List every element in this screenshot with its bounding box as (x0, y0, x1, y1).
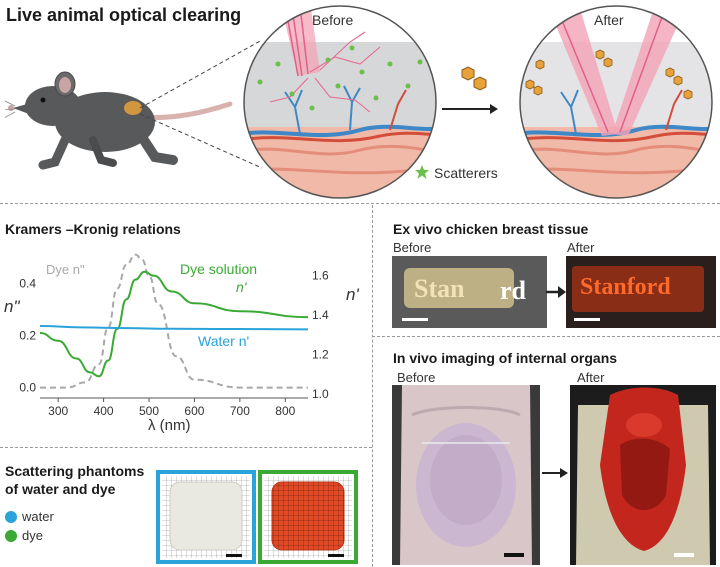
divider-top (0, 203, 720, 204)
water-phantom-image (156, 470, 256, 564)
exvivo-after-text: Stanford (580, 274, 671, 300)
y-left-tick-label: 0.4 (19, 276, 36, 290)
kk-title: Kramers –Kronig relations (5, 221, 181, 237)
water-legend-label: water (22, 509, 54, 524)
mouse-illustration (5, 71, 233, 170)
dye-npp-label: Dye n" (46, 262, 85, 277)
right-axis-label: n' (346, 285, 359, 304)
exvivo-after-image: Stanford (566, 256, 716, 328)
after-label: After (594, 12, 624, 28)
water-label: Water n' (198, 333, 249, 349)
y-right-tick-label: 1.4 (312, 308, 329, 322)
x-tick-label: 400 (94, 404, 114, 418)
left-axis-label: n" (4, 297, 20, 316)
y-right-tick-label: 1.2 (312, 348, 329, 362)
mouse-whiskers (5, 100, 16, 118)
y-left-tick-label: 0.2 (19, 328, 36, 342)
x-tick-label: 600 (184, 404, 204, 418)
dye-legend-label: dye (22, 528, 43, 543)
phantoms-title-line2: of water and dye (5, 481, 116, 497)
phantoms-title-line1: Scattering phantoms (5, 463, 145, 479)
dye-legend-dot (5, 530, 17, 542)
scatterers-label: Scatterers (434, 165, 498, 181)
invivo-before-image (392, 385, 540, 565)
kk-chart: 300 400 500 600 700 800 0.0 0.2 0.4 1.0 1.2 1.4 1.… (4, 253, 359, 434)
y-right-tick-label: 1.6 (312, 269, 329, 283)
mouse-eye (40, 97, 46, 103)
divider-vertical (372, 205, 373, 567)
before-tissue-circle (243, 5, 437, 199)
exvivo-before-label: Before (393, 240, 432, 255)
divider-left-bottom (0, 447, 372, 448)
dye-np-label: n' (236, 279, 248, 295)
series-line-1 (39, 270, 309, 378)
invivo-after-image (570, 385, 716, 565)
exvivo-title: Ex vivo chicken breast tissue (393, 221, 589, 237)
before-label: Before (312, 12, 354, 28)
exvivo-before-text-end: rd (500, 276, 526, 305)
mouse-hind-leg (135, 129, 178, 165)
series-line-0 (39, 253, 309, 389)
x-tick-label: 500 (139, 404, 159, 418)
exvivo-after-label: After (567, 240, 595, 255)
scatterer-star-icon (415, 165, 429, 179)
exvivo-arrow (546, 286, 566, 298)
mouse-ear-inner (59, 77, 71, 93)
dye-phantom-image (258, 470, 358, 564)
x-axis-label: λ (nm) (148, 417, 191, 434)
invivo-after-label: After (577, 370, 605, 385)
top-title: Live animal optical clearing (6, 5, 242, 25)
mouse-snout (13, 104, 29, 114)
invivo-title: In vivo imaging of internal organs (393, 350, 618, 366)
exvivo-before-text: Stan (414, 274, 465, 303)
mouse-nose (8, 105, 14, 111)
invivo-arrow (542, 468, 568, 478)
series-line-2 (39, 324, 309, 331)
dye-solution-label: Dye solution (180, 261, 257, 277)
mouse-front-leg-2 (89, 136, 117, 167)
y-left-tick-label: 0.0 (19, 381, 36, 395)
x-tick-label: 700 (230, 404, 250, 418)
y-right-tick-label: 1.0 (312, 387, 329, 401)
divider-right-middle (372, 336, 720, 337)
mouse-front-leg (38, 135, 70, 170)
phantoms-title: Scattering phantoms of water and dye (5, 462, 144, 498)
water-legend-dot (5, 511, 17, 523)
x-tick-label: 300 (48, 404, 68, 418)
dye-molecule-icon (461, 66, 487, 91)
after-tissue-circle (519, 5, 713, 199)
transform-arrow (442, 104, 498, 114)
invivo-before-label: Before (397, 370, 436, 385)
x-tick-label: 800 (275, 404, 295, 418)
dye-patch (124, 101, 142, 115)
exvivo-before-image: Stan rd (392, 256, 547, 328)
